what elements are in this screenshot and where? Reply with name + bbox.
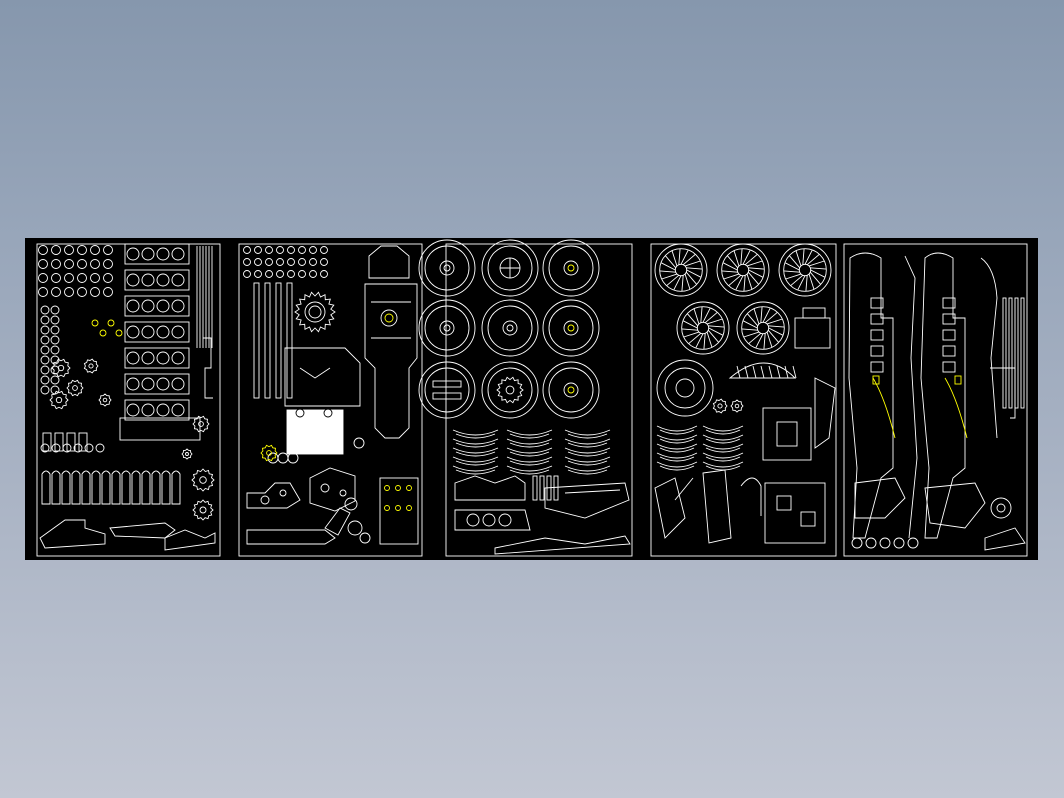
- sheet-frame-5: [843, 243, 1028, 557]
- drawing-frame[interactable]: [25, 238, 1038, 560]
- sheet-frame-3: [445, 243, 633, 557]
- sheet-5-parts: [848, 252, 1026, 551]
- sheet-frame-2: [238, 243, 423, 557]
- sheet-1-parts: [38, 243, 216, 551]
- sheet-2-parts: [243, 245, 419, 545]
- sheet-3-parts: [418, 239, 631, 555]
- sheet-4-parts: [654, 243, 836, 544]
- cad-drawing: [36, 239, 1028, 557]
